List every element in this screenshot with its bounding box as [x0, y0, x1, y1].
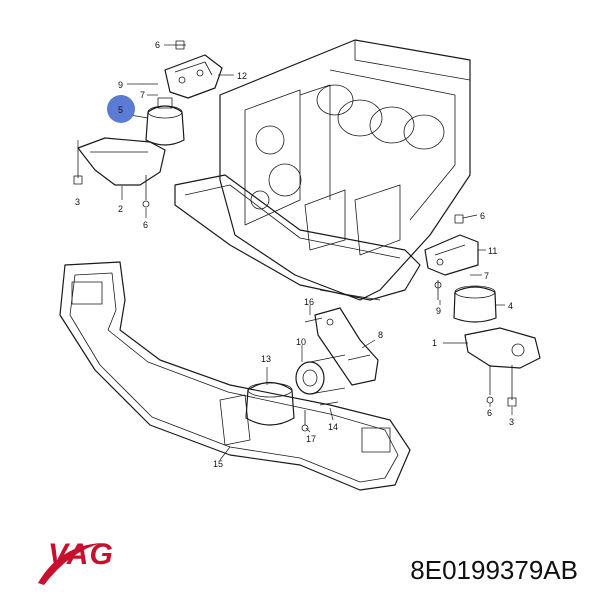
right-mount-assembly: [424, 214, 541, 407]
brand-name: VAG: [48, 538, 114, 571]
callout-6a: 6: [155, 40, 160, 50]
callout-3b: 3: [509, 417, 514, 427]
callout-1: 1: [432, 338, 437, 348]
leader-lines: [77, 44, 513, 461]
callout-4: 4: [508, 301, 513, 311]
callout-10: 10: [296, 337, 306, 347]
engine-block: [174, 39, 471, 301]
callout-15: 15: [213, 459, 223, 469]
vag-logo: [38, 543, 102, 585]
logo-swoosh-icon: [38, 543, 102, 585]
callout-12: 12: [237, 71, 247, 81]
callout-3a: 3: [75, 197, 80, 207]
part-number: 8E0199379AB: [410, 555, 578, 585]
callout-7a: 7: [140, 90, 145, 100]
callout-13: 13: [261, 354, 271, 364]
callout-16: 16: [304, 297, 314, 307]
callout-2: 2: [118, 204, 123, 214]
left-mount-assembly: [73, 40, 223, 208]
callout-6d: 6: [487, 408, 492, 418]
callout-6b: 6: [143, 220, 148, 230]
callout-5: 5: [118, 105, 123, 115]
callout-9a: 9: [118, 80, 123, 90]
subframe: [59, 261, 411, 491]
callout-7b: 7: [484, 271, 489, 281]
callout-8: 8: [378, 330, 383, 340]
callout-11: 11: [488, 246, 497, 256]
callout-6c: 6: [480, 211, 485, 221]
callout-14: 14: [328, 422, 338, 432]
callout-17: 17: [306, 434, 316, 444]
highlight-marker: [107, 95, 135, 123]
callout-9b: 9: [436, 306, 441, 316]
transmission-mount-parts: [245, 307, 379, 432]
